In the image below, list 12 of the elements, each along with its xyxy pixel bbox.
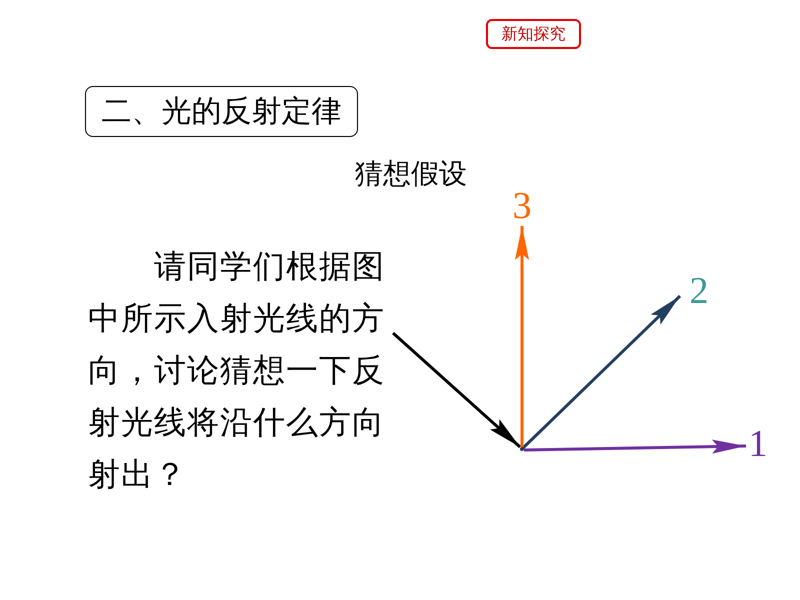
question-paragraph: 请同学们根据图中所示入射光线的方向，讨论猜想一下反射光线将沿什么方向射出？ [88,246,386,495]
subheading: 猜想假设 [355,156,467,192]
ray-number: 3 [509,186,535,226]
section-tag: 新知探究 [486,19,581,49]
heading-box: 二、光的反射定律 [85,86,358,137]
incidence-point [520,447,524,451]
ray-number: 1 [746,424,770,464]
light-ray-arrow [524,440,746,454]
light-ray-arrow [392,332,521,448]
light-ray-arrow [515,226,529,447]
light-ray-arrow [522,294,682,450]
ray-number: 2 [680,271,718,311]
